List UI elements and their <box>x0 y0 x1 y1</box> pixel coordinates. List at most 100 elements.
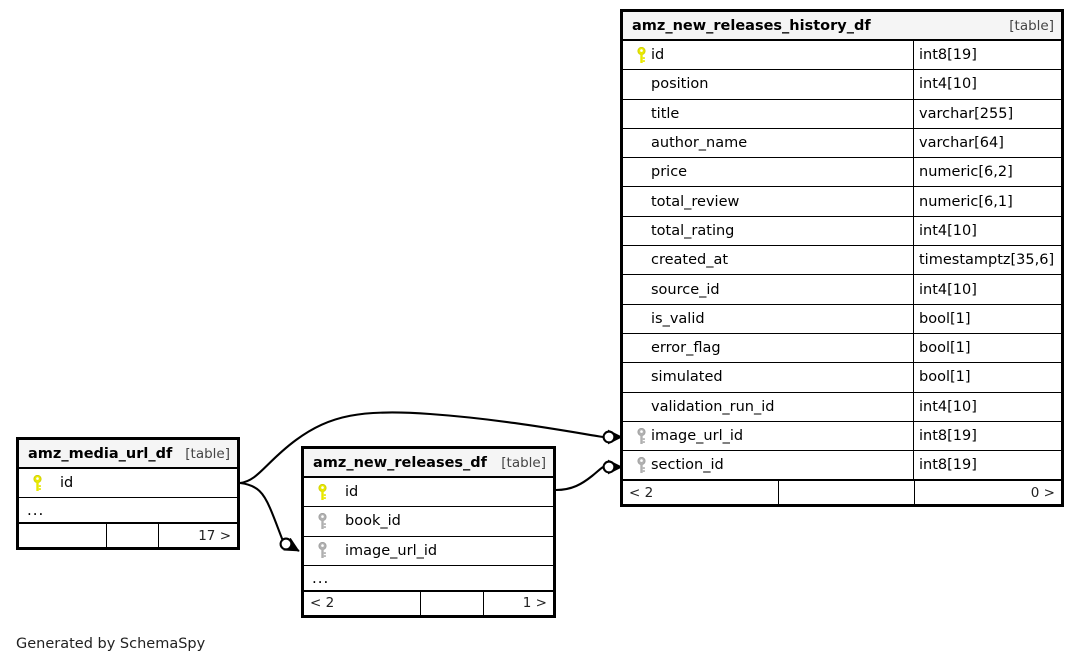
table-row[interactable]: book_id <box>304 507 553 537</box>
table-amz-media-url-df[interactable]: amz_media_url_df [table] id ... <box>16 437 240 551</box>
column-type: int4[10] <box>919 281 977 298</box>
table-row[interactable]: total_rating int4[10] <box>623 216 1061 247</box>
column-name-cell: book_id <box>304 507 553 535</box>
column-type: int4[10] <box>919 222 977 239</box>
table-row[interactable]: price numeric[6,2] <box>623 158 1061 188</box>
grey-key-icon <box>631 427 651 445</box>
table-row[interactable]: image_url_id <box>304 536 553 566</box>
column-type: varchar[64] <box>919 135 1004 152</box>
column-name-cell: total_rating <box>623 217 913 245</box>
column-type: bool[1] <box>919 340 971 357</box>
table-row[interactable]: id <box>19 469 237 499</box>
table-amz-new-releases-history-df[interactable]: amz_new_releases_history_df [table] id i… <box>620 9 1064 508</box>
column-name-cell: validation_run_id <box>623 393 913 421</box>
column-type: numeric[6,2] <box>919 164 1013 181</box>
footer-child-count[interactable]: 1 > <box>483 591 553 615</box>
column-name-cell: id <box>304 478 553 506</box>
column-type: int4[10] <box>919 398 977 415</box>
table-row[interactable]: position int4[10] <box>623 70 1061 100</box>
table-row[interactable]: image_url_id int8[19] <box>623 421 1061 452</box>
relationship-releases-to-history-section-id <box>555 459 623 492</box>
table-header: amz_media_url_df [table] <box>19 440 237 469</box>
column-name: is_valid <box>651 310 705 327</box>
column-name: source_id <box>651 281 720 298</box>
footer-middle <box>420 591 483 615</box>
table-row[interactable]: created_at timestamptz[35,6] <box>623 246 1061 276</box>
footer-parent-count[interactable]: < 2 <box>310 595 335 612</box>
generated-by-caption: Generated by SchemaSpy <box>16 636 206 652</box>
column-type-cell: int8[19] <box>913 421 1061 451</box>
table-title: amz_media_url_df <box>28 445 173 462</box>
table-amz-new-releases-df[interactable]: amz_new_releases_df [table] id <box>301 446 556 618</box>
column-name-cell: error_flag <box>623 334 913 362</box>
footer-parent-count[interactable] <box>19 524 106 547</box>
column-type-cell: bool[1] <box>913 333 1061 363</box>
footer-parent-count[interactable]: < 2 <box>629 484 654 501</box>
table-type-tag: [table] <box>1009 17 1054 34</box>
column-type: bool[1] <box>919 369 971 386</box>
table-row[interactable]: error_flag bool[1] <box>623 333 1061 364</box>
column-type-cell: int4[10] <box>913 70 1061 99</box>
column-name: image_url_id <box>345 542 438 559</box>
column-name-cell: image_url_id <box>623 422 913 450</box>
column-name-cell: section_id <box>623 451 913 479</box>
column-type-cell: varchar[64] <box>913 128 1061 158</box>
column-name-cell: source_id <box>623 275 913 303</box>
column-type-cell: int4[10] <box>913 275 1061 304</box>
column-name: author_name <box>651 135 748 152</box>
column-type-cell: varchar[255] <box>913 99 1061 128</box>
table-footer: 17 > <box>19 523 237 548</box>
column-name: total_review <box>651 193 740 210</box>
column-name: total_rating <box>651 222 735 239</box>
column-name: price <box>651 164 688 181</box>
table-row[interactable]: id int8[19] <box>623 41 1061 71</box>
table-row[interactable]: simulated bool[1] <box>623 363 1061 393</box>
column-name: title <box>651 105 680 122</box>
column-name: id <box>345 484 359 501</box>
column-name-cell: is_valid <box>623 305 913 333</box>
table-row[interactable]: author_name varchar[64] <box>623 128 1061 159</box>
column-type-cell: int8[19] <box>913 41 1061 70</box>
column-name: error_flag <box>651 340 721 357</box>
column-name-cell: author_name <box>623 129 913 157</box>
column-type: numeric[6,1] <box>919 193 1013 210</box>
yellow-key-icon <box>631 46 651 64</box>
table-row[interactable]: title varchar[255] <box>623 99 1061 129</box>
column-name: simulated <box>651 369 723 386</box>
table-row[interactable]: is_valid bool[1] <box>623 304 1061 334</box>
column-type: int4[10] <box>919 76 977 93</box>
table-row[interactable]: id <box>304 478 553 508</box>
column-type-cell: int8[19] <box>913 451 1061 480</box>
column-name: position <box>651 76 709 93</box>
column-name-cell: title <box>623 100 913 128</box>
column-type: timestamptz[35,6] <box>919 252 1055 269</box>
table-footer: < 2 1 > <box>304 590 553 615</box>
yellow-key-icon <box>312 483 332 501</box>
relationship-media-to-releases-image-url-id <box>239 481 300 552</box>
table-row[interactable]: validation_run_id int4[10] <box>623 392 1061 422</box>
column-type-cell: timestamptz[35,6] <box>913 246 1061 275</box>
column-type: bool[1] <box>919 310 971 327</box>
column-name-cell: position <box>623 70 913 98</box>
grey-key-icon <box>312 512 332 530</box>
column-type: varchar[255] <box>919 105 1014 122</box>
table-row[interactable]: source_id int4[10] <box>623 275 1061 305</box>
column-name-cell: id <box>19 469 237 497</box>
footer-child-count[interactable]: 0 > <box>914 481 1061 505</box>
table-row[interactable]: total_review numeric[6,1] <box>623 187 1061 217</box>
table-row[interactable]: section_id int8[19] <box>623 451 1061 481</box>
column-name-cell: created_at <box>623 246 913 274</box>
column-type-cell: bool[1] <box>913 363 1061 392</box>
column-name-cell: id <box>623 41 913 69</box>
table-header: amz_new_releases_df [table] <box>304 449 553 478</box>
column-type: int8[19] <box>919 428 977 444</box>
column-name: id <box>651 47 665 64</box>
column-name-cell: simulated <box>623 363 913 391</box>
footer-middle <box>778 481 914 505</box>
column-name-cell: total_review <box>623 187 913 215</box>
more-columns-ellipsis: ... <box>304 566 553 591</box>
footer-child-count[interactable]: 17 > <box>158 524 237 548</box>
column-name: validation_run_id <box>651 398 775 415</box>
table-header: amz_new_releases_history_df [table] <box>623 12 1061 41</box>
